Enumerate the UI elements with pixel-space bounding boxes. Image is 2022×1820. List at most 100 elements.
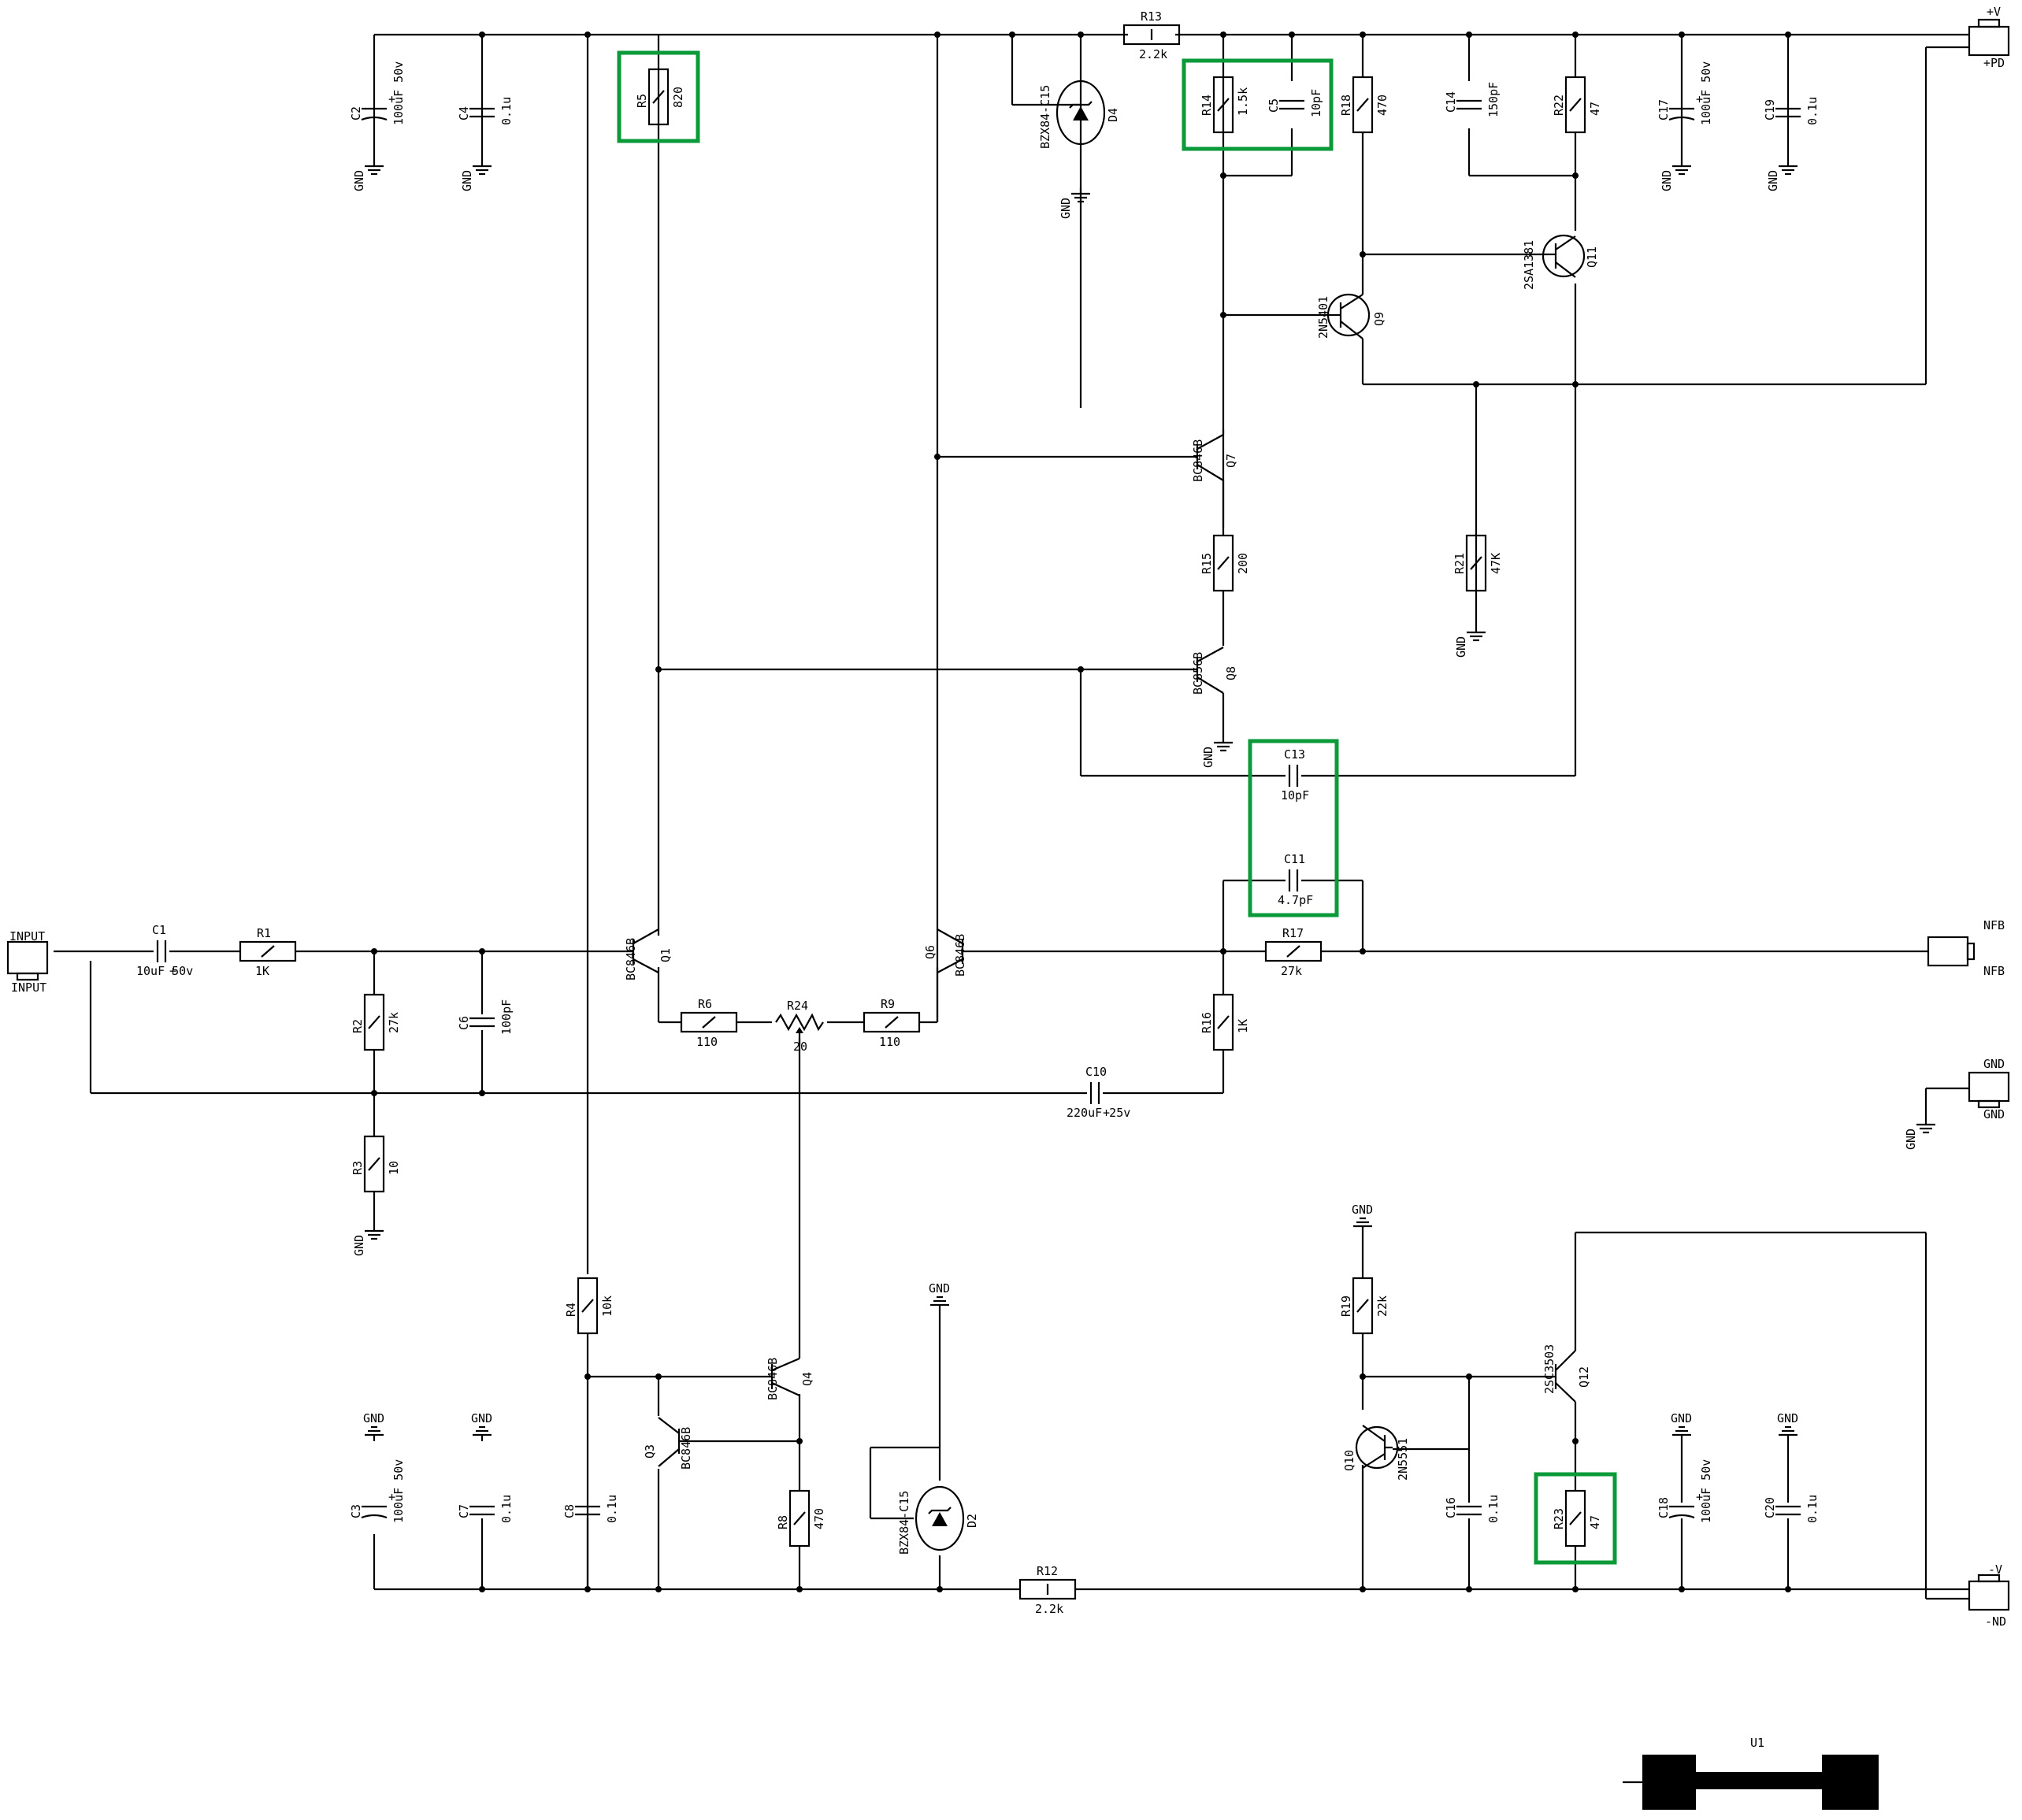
u1-label: U1 [1750, 1736, 1764, 1750]
q7-value: BC846B [1191, 439, 1205, 482]
transistor-q4: BC846B Q4 [766, 1358, 814, 1400]
c3-value: 100uF 50v [391, 1459, 406, 1523]
c18-plus: + [1696, 1490, 1703, 1504]
wires [54, 33, 1969, 1600]
ground-label: GND [352, 170, 366, 191]
gnd-conn-label-top: GND [1983, 1057, 2005, 1071]
c17-ref: C17 [1657, 99, 1671, 120]
highlight-box [617, 50, 700, 143]
highlight-boxes [617, 50, 1617, 1565]
r14-ref: R14 [1200, 95, 1214, 116]
c2-plus: + [388, 92, 395, 106]
c2-ref: C2 [349, 106, 363, 120]
ground-label: GND [363, 1411, 384, 1425]
r8-ref: R8 [776, 1515, 790, 1529]
q4-ref: Q4 [800, 1372, 814, 1386]
q12-ref: Q12 [1577, 1366, 1591, 1388]
ground-label: GND [929, 1281, 950, 1295]
module-u1: U1 [1623, 1736, 1879, 1810]
component-c20: C20 0.1u [1763, 1495, 1820, 1523]
ground-symbol: GND [1671, 1411, 1692, 1441]
q3-value: BC846B [679, 1427, 693, 1470]
c11-value: 4.7pF [1278, 893, 1313, 907]
input-label-bottom: INPUT [11, 980, 46, 995]
c10-ref: C10 [1085, 1065, 1107, 1079]
q1-ref: Q1 [659, 948, 673, 962]
c17-value: 100uF 50v [1699, 61, 1713, 125]
r1-ref: R1 [257, 926, 271, 940]
ground-label: GND [471, 1411, 492, 1425]
q8-ref: Q8 [1224, 666, 1238, 680]
r3-value: 10 [387, 1161, 401, 1175]
r13-value: 2.2k [1139, 47, 1167, 61]
q12-value: 2SC3503 [1542, 1344, 1556, 1394]
r8-value: 470 [812, 1508, 826, 1529]
transistor-q3: Q3 BC846B [643, 1417, 693, 1470]
ground-label: GND [1671, 1411, 1692, 1425]
c11-ref: C11 [1284, 852, 1305, 866]
q10-value: 2N5551 [1396, 1438, 1410, 1481]
highlight-box [1182, 58, 1334, 151]
nfb-label-bottom: NFB [1983, 964, 2005, 978]
c19-ref: C19 [1763, 99, 1777, 120]
c14-value: 150pF [1486, 82, 1501, 117]
q11-value: 2SA1381 [1522, 240, 1536, 290]
r24-ref: R24 [787, 999, 808, 1013]
r18-ref: R18 [1339, 95, 1353, 116]
d4-value: BZX84-C15 [1038, 85, 1052, 149]
ground-symbol: GND [352, 1225, 384, 1256]
c2-value: 100uF 50v [391, 61, 406, 125]
q9-value: 2N5401 [1316, 296, 1330, 339]
ground-symbol: GND [1904, 1118, 1935, 1150]
r21-value: 47K [1489, 553, 1503, 574]
c6-ref: C6 [457, 1016, 471, 1030]
r12-value: 2.2k [1035, 1602, 1063, 1616]
ground-symbol: GND [1201, 736, 1233, 768]
r14-value: 1.5k [1236, 87, 1250, 116]
c8-ref: C8 [562, 1504, 577, 1518]
c13-ref: C13 [1284, 747, 1305, 762]
r9-ref: R9 [881, 997, 895, 1011]
ground-label: GND [1766, 170, 1780, 191]
c5-value: 10pF [1309, 89, 1323, 117]
r5-value: 820 [671, 87, 685, 108]
r6-value: 110 [696, 1035, 718, 1049]
r19-value: 22k [1375, 1295, 1389, 1317]
ground-symbol: GND [1660, 160, 1691, 191]
ground-symbol: GND [352, 160, 384, 191]
highlight-box [1534, 1472, 1617, 1565]
transistor-q10: Q10 2N5551 [1342, 1425, 1410, 1481]
c7-value: 0.1u [499, 1495, 514, 1523]
ground-label: GND [1777, 1411, 1798, 1425]
r22-value: 47 [1588, 102, 1602, 116]
gnd-conn-label-bottom: GND [1983, 1107, 2005, 1121]
ground-symbol: GND [1059, 187, 1090, 219]
c20-ref: C20 [1763, 1497, 1777, 1518]
r12-ref: R12 [1037, 1564, 1058, 1578]
c20-value: 0.1u [1805, 1495, 1820, 1523]
c19-value: 0.1u [1805, 97, 1820, 125]
c18-ref: C18 [1657, 1497, 1671, 1518]
ground-label: GND [1201, 747, 1215, 768]
input-label-top: INPUT [9, 929, 45, 943]
d2-value: BZX84-C15 [897, 1491, 911, 1555]
c10-plus: + [1103, 1106, 1110, 1120]
c4-value: 0.1u [499, 97, 514, 125]
